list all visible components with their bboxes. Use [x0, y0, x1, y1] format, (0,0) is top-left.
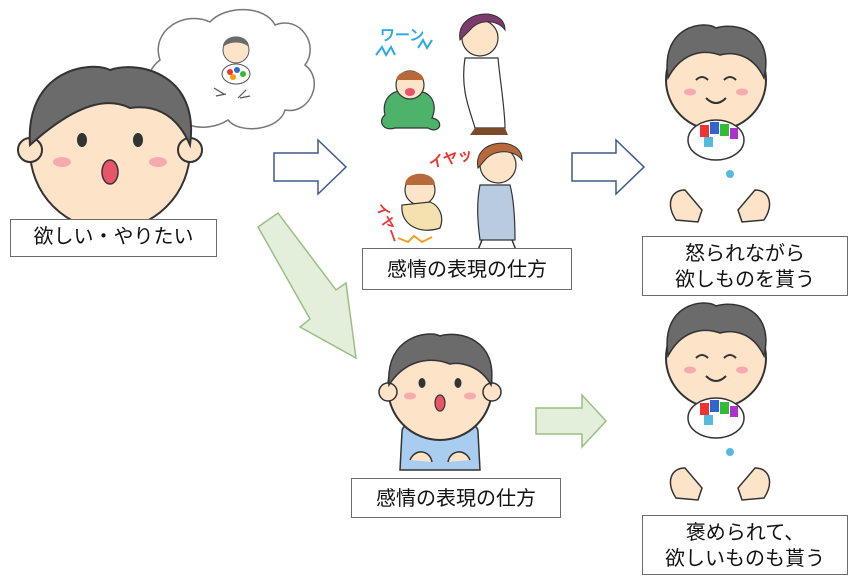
worried-mother-illustration [459, 13, 508, 135]
arrow-to-praised-outcome [535, 393, 608, 449]
expression-label-bottom: 感情の表現の仕方 [351, 478, 561, 518]
expression-label-top: 感情の表現の仕方 [362, 248, 572, 290]
thought-bubble [147, 8, 315, 140]
want-label: 欲しい・やりたい [10, 219, 217, 257]
crying-sound-text: ワーン [380, 26, 424, 44]
happy-child-scolded-illustration [665, 24, 771, 223]
tantrum-child-illustration: イヤッ イヤー [372, 145, 474, 245]
arrow-to-tantrum [273, 138, 348, 196]
boy-wanting-illustration [17, 65, 203, 231]
happy-child-praised-illustration [665, 302, 771, 501]
arrow-to-scolded-outcome [571, 138, 646, 196]
embarrassed-mother-illustration [477, 142, 523, 251]
crying-child-illustration: ワーン [375, 26, 441, 131]
calm-child-illustration [378, 333, 502, 471]
tantrum-shout-text: イヤッ [427, 145, 474, 172]
expression-label-bottom-text: 感情の表現の仕方 [376, 486, 536, 510]
outcome-praised-line-2: 欲しいものも貰う [665, 546, 825, 570]
want-label-text: 欲しい・やりたい [33, 224, 194, 248]
outcome-label-scolded: 怒られながら 欲しものを貰う [642, 236, 848, 296]
outcome-praised-line-1: 褒められて、 [685, 520, 805, 544]
outcome-scolded-line-1: 怒られながら [685, 241, 805, 265]
outcome-label-praised: 褒められて、 欲しいものも貰う [642, 515, 848, 575]
tantrum-shout-text-2: イヤー [372, 201, 401, 246]
expression-label-top-text: 感情の表現の仕方 [387, 257, 547, 281]
outcome-scolded-line-2: 欲しものを貰う [675, 267, 815, 291]
arrow-to-calm-child [257, 211, 357, 360]
